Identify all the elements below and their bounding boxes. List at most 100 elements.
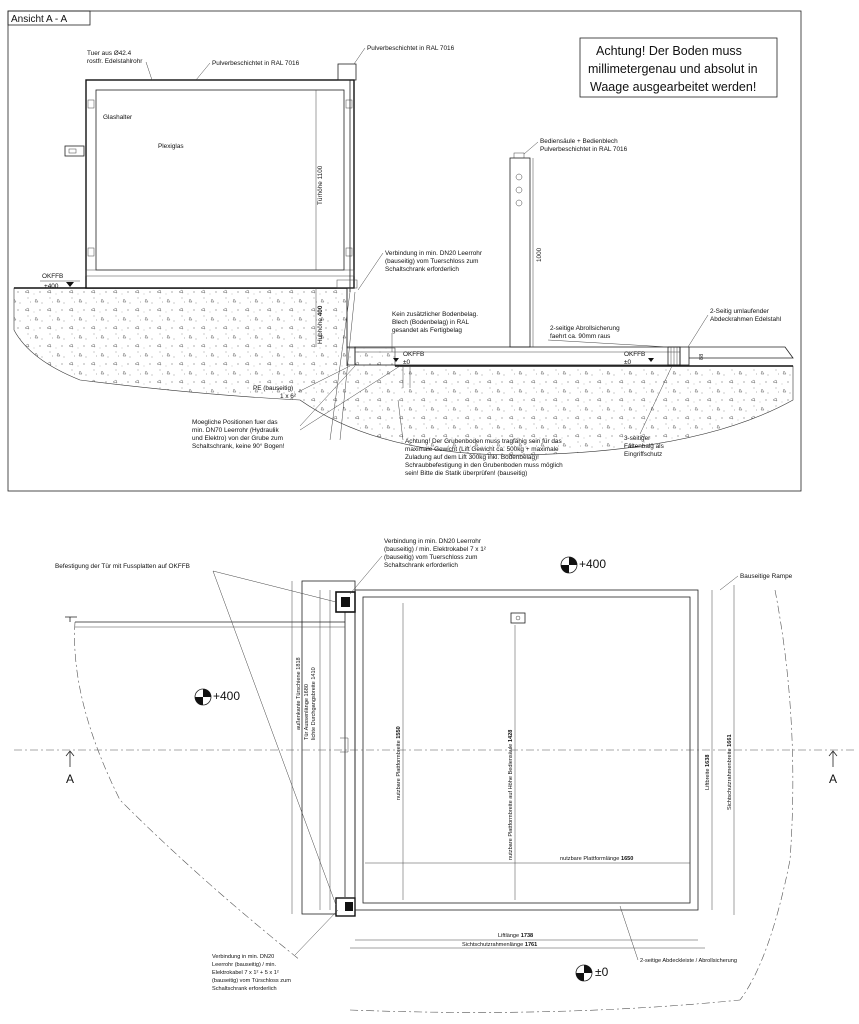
control-post-label-2: Pulverbeschichtet in RAL 7016 bbox=[540, 146, 628, 153]
bellows-label-3: Eingriffschutz bbox=[624, 451, 662, 458]
frame-label-2: Abdeckrahmen Edelstahl bbox=[710, 316, 781, 323]
control-post-label-1: Bediensäule + Bedienblech bbox=[540, 138, 618, 145]
rollback-label-1: 2-seitige Abrollsicherung bbox=[550, 325, 620, 332]
pe-label-1: PE (bauseitig) bbox=[253, 385, 293, 392]
door-outer-label-2: Tür Aussenlänge 1680 bbox=[304, 684, 310, 740]
platform-width-post-label: nutzbare Plattformbreite auf Höhe Bedien… bbox=[508, 730, 514, 860]
conduit-label-3: Schaltschrank erforderlich bbox=[385, 266, 459, 273]
pit-warning-4: Schraubbefestigung in den Grubenboden mu… bbox=[405, 462, 563, 469]
no-floor-label-3: gesandet als Fertigbelag bbox=[392, 327, 462, 334]
door-fixing-leader-1 bbox=[212, 570, 337, 603]
control-post-cap bbox=[513, 152, 525, 159]
level-symbol-top bbox=[560, 556, 578, 574]
conduit-bottom-5: Schaltschrank erforderlich bbox=[212, 986, 277, 992]
section-mark-right: A bbox=[829, 772, 837, 786]
section-frame bbox=[7, 10, 802, 492]
warning-line-1: Achtung! Der Boden muss bbox=[596, 44, 742, 58]
post-height-label: 1000 bbox=[536, 247, 543, 262]
platform-edge-left bbox=[347, 346, 356, 366]
level-bottom-label: ±0 bbox=[595, 965, 609, 979]
section-view: Ansicht A - A Achtung! Der Boden muss mi… bbox=[7, 10, 802, 492]
bellows-label-1: 3-seitiger bbox=[624, 435, 651, 442]
door-lock bbox=[64, 145, 85, 157]
door-lock-handle bbox=[68, 148, 77, 154]
post-powder-leader bbox=[353, 47, 366, 65]
post-powder-coat-label: Pulverbeschichtet in RAL 7016 bbox=[367, 45, 455, 52]
ramp-label: Bauseitige Rampe bbox=[740, 573, 793, 580]
control-button-3 bbox=[515, 199, 523, 207]
warning-box bbox=[579, 37, 778, 98]
conduit-top-4: Schaltschrank erforderlich bbox=[384, 562, 458, 569]
positions-label-2: min. DN70 Leerrohr (Hydraulik bbox=[192, 427, 279, 434]
concrete-ground bbox=[13, 287, 794, 456]
door-post-cap bbox=[337, 63, 357, 81]
pit-warning-3: Zuladung auf dem Lift 300kg inkl. Bodenb… bbox=[405, 454, 539, 461]
no-floor-label-2: Blech (Bodenbelag) in RAL bbox=[392, 319, 470, 326]
door-bottom-rail bbox=[85, 269, 355, 277]
door-outer-label-1: außenkante Türschiene 1818 bbox=[296, 657, 302, 730]
conduit-leader bbox=[357, 252, 384, 291]
door-post-bottom-fill bbox=[345, 902, 353, 911]
control-post bbox=[509, 157, 531, 348]
lift-width-label: Liftbreite 1638 bbox=[705, 755, 711, 790]
glass-holder-4 bbox=[345, 247, 353, 257]
bottom-ramp-outline bbox=[349, 999, 741, 1013]
frame-label-1: 2-Seitig umlaufender bbox=[710, 308, 770, 315]
platform-width-label: nutzbare Plattformbreite 1550 bbox=[396, 726, 402, 800]
control-post-leader bbox=[523, 141, 539, 155]
door-rail-frame bbox=[301, 580, 356, 915]
door-post-top-fill bbox=[341, 597, 350, 607]
control-post-plan bbox=[510, 612, 526, 624]
no-floor-label-1: Kein zusätzlicher Bodenbelag. bbox=[392, 311, 478, 318]
right-ramp-outline bbox=[739, 589, 794, 1001]
glass-holder-2 bbox=[345, 99, 353, 109]
conduit-top-leader bbox=[349, 555, 383, 595]
okffb-platform-marker bbox=[393, 358, 399, 362]
conduit-bottom-2: Leerrohr (bauseitig) / min. bbox=[212, 962, 276, 968]
conduit-bottom-leader bbox=[294, 909, 339, 956]
okffb-left-label: OKFFB bbox=[42, 273, 63, 280]
okffb-platform-label: OKFFB bbox=[403, 351, 424, 358]
conduit-label-2: (bauseitig) vom Tuerschloss zum bbox=[385, 258, 478, 265]
cover-strip-label: 2-seitige Abdeckleiste / Abrollsicherung bbox=[640, 958, 737, 964]
door-powder-leader bbox=[195, 62, 211, 81]
rollback-leader bbox=[547, 339, 669, 348]
glass-holder-label: Glashalter bbox=[103, 114, 133, 121]
plan-view: A A +400 +400 ±0 Befestigung der Tür mit… bbox=[14, 538, 855, 1013]
glass-holder-1 bbox=[87, 99, 95, 109]
control-button-1 bbox=[515, 173, 523, 181]
platform-length-label: nutzbare Plattformlänge 1650 bbox=[560, 856, 633, 862]
conduit-top-1: Verbindung in min. DN20 Leerrohr bbox=[384, 538, 482, 545]
warning-line-2: millimetergenau und absolut in bbox=[588, 62, 758, 76]
screen-width-label: Sichtschutzrahmenbreite 1661 bbox=[727, 734, 733, 810]
conduit-bottom-3: Elektrokabel 7 x 1² + 5 x 1² bbox=[212, 970, 279, 976]
lift-height-label: Hubhöhe 400 bbox=[317, 305, 324, 344]
okffb-left-marker bbox=[66, 282, 74, 287]
okffb-right-label: OKFFB bbox=[624, 351, 645, 358]
pit-warning-leader bbox=[397, 399, 404, 441]
positions-label-4: Schaltschrank, keine 90° Bogen! bbox=[192, 442, 285, 450]
conduit-top-2: (bauseitig) / min. Elektrokabel 7 x 1² bbox=[384, 546, 486, 553]
conduit-bottom-4: (bauseitig) vom Türschloss zum bbox=[212, 978, 291, 984]
left-ramp-outline bbox=[74, 621, 301, 961]
conduit-path-1 bbox=[329, 291, 351, 441]
lift-length-label: Liftlänge 1738 bbox=[498, 933, 533, 939]
level-symbol-bottom bbox=[575, 964, 593, 982]
glass-holder-3 bbox=[87, 247, 95, 257]
pit-warning-5: sein! Bitte die Statik überprüfen! (baus… bbox=[405, 470, 527, 477]
okffb-right-value: ±0 bbox=[624, 359, 632, 366]
positions-leader-1 bbox=[299, 365, 356, 427]
okffb-platform-value: ±0 bbox=[403, 359, 411, 366]
frame-leader bbox=[687, 314, 709, 348]
okffb-right-marker bbox=[648, 358, 654, 362]
bellows-leader bbox=[639, 365, 673, 435]
conduit-path-2 bbox=[339, 291, 356, 441]
door-foot-plate bbox=[336, 279, 358, 289]
rollback-label-2: faehrt ca. 90mm raus bbox=[550, 333, 610, 340]
frame-dim-label: 88 bbox=[699, 354, 705, 360]
conduit-bottom-1: Verbindung in min. DN20 bbox=[212, 954, 274, 960]
conduit-top-3: (bauseitig) vom Tuerschloss zum bbox=[384, 554, 477, 561]
door-material-leader bbox=[145, 61, 153, 81]
lock-symbol bbox=[340, 737, 349, 753]
